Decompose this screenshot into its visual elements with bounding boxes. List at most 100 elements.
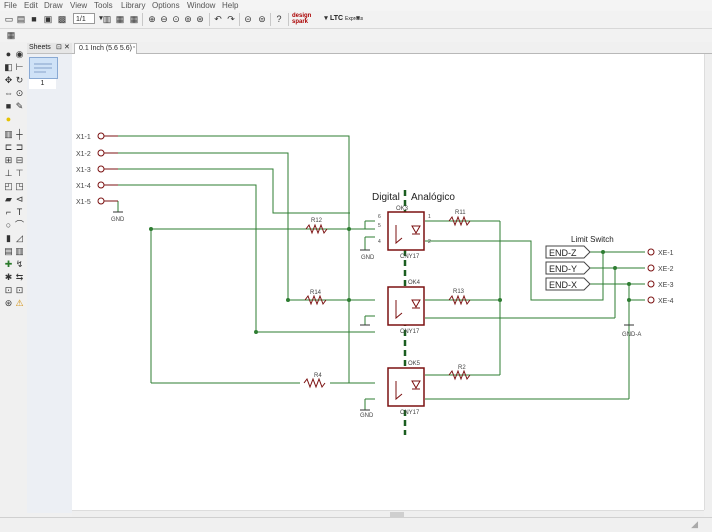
- zoom-fit-icon[interactable]: ⊙: [172, 14, 180, 24]
- zoom-page-icon[interactable]: ⊛: [196, 14, 204, 24]
- shape-icon[interactable]: ◰: [4, 181, 13, 191]
- output-pin-1[interactable]: [647, 248, 655, 256]
- checker-icon[interactable]: ⊛: [4, 298, 13, 308]
- input-pin-2[interactable]: [97, 149, 105, 157]
- grid-icon[interactable]: ▦: [6, 30, 16, 40]
- stop-icon[interactable]: ⊝: [244, 14, 252, 24]
- grid-icon[interactable]: ▦: [129, 14, 139, 24]
- menu-tools[interactable]: Tools: [94, 1, 113, 10]
- optocoupler-ok5[interactable]: OK5 CNY17: [387, 361, 425, 416]
- ground-icon[interactable]: ⊤: [15, 168, 24, 178]
- end-z-tag[interactable]: [545, 245, 591, 259]
- port-out-icon[interactable]: ⊡: [15, 285, 24, 295]
- input-pin-3[interactable]: [97, 165, 105, 173]
- print-preview-icon[interactable]: ▩: [57, 14, 67, 24]
- optocoupler-ok4[interactable]: OK4 CNY17: [387, 280, 425, 335]
- input-pin-4[interactable]: [97, 181, 105, 189]
- help-icon[interactable]: ?: [276, 14, 282, 24]
- skew-icon[interactable]: ◿: [16, 233, 23, 243]
- chevron-down-icon[interactable]: ▾: [356, 15, 360, 22]
- menu-options[interactable]: Options: [152, 1, 180, 10]
- zoom-out-icon[interactable]: ⊖: [160, 14, 168, 24]
- redo-icon[interactable]: ↷: [227, 14, 235, 24]
- resistor-r11[interactable]: [448, 215, 471, 227]
- circle-icon[interactable]: ○: [5, 220, 12, 230]
- table-color-icon[interactable]: ▥: [15, 246, 24, 256]
- input-pin-1[interactable]: [97, 132, 105, 140]
- new-icon[interactable]: ▭: [4, 14, 14, 24]
- net-label-icon[interactable]: ⊐: [15, 142, 24, 152]
- resistor-r4[interactable]: [303, 377, 326, 389]
- page-selector[interactable]: 1/1: [73, 13, 95, 24]
- next-icon[interactable]: ⊜: [258, 14, 266, 24]
- bus-icon[interactable]: ┼: [16, 129, 23, 139]
- pin-panel-icon[interactable]: ⊡: [56, 44, 62, 51]
- print-icon[interactable]: ▣: [43, 14, 53, 24]
- menu-file[interactable]: File: [4, 1, 17, 10]
- menu-window[interactable]: Window: [187, 1, 216, 10]
- horizontal-scrollbar[interactable]: [72, 510, 704, 518]
- chevron-down-icon[interactable]: ▾: [99, 15, 103, 22]
- zoom-area-icon[interactable]: ⊚: [184, 14, 192, 24]
- menu-draw[interactable]: Draw: [44, 1, 63, 10]
- yellow-dot-icon[interactable]: ●: [5, 114, 12, 124]
- vertical-scrollbar[interactable]: [704, 54, 712, 510]
- trash-icon[interactable]: ▥: [4, 129, 13, 139]
- filled-rect-icon[interactable]: ▮: [6, 233, 11, 243]
- menu-view[interactable]: View: [70, 1, 88, 10]
- table-icon[interactable]: ▤: [4, 246, 13, 256]
- resistor-r2[interactable]: [448, 369, 471, 381]
- tab-close-icon[interactable]: ▫: [132, 44, 136, 51]
- menu-edit[interactable]: Edit: [24, 1, 38, 10]
- mirror-icon[interactable]: ⇔: [4, 88, 13, 98]
- warning-icon[interactable]: ⚠: [15, 298, 24, 308]
- port-icon[interactable]: ⊲: [15, 194, 24, 204]
- menu-library[interactable]: Library: [121, 1, 146, 10]
- zoom-select-icon[interactable]: ▦: [115, 14, 125, 24]
- resize-grip-icon[interactable]: ◢: [691, 519, 698, 529]
- pin-icon[interactable]: ⊢: [15, 62, 24, 72]
- polygon-icon[interactable]: ◳: [15, 181, 24, 191]
- sheet-number[interactable]: 1: [29, 79, 56, 89]
- save-icon[interactable]: ■: [31, 14, 37, 24]
- menu-help[interactable]: Help: [222, 1, 239, 10]
- undo-icon[interactable]: ↶: [214, 14, 222, 24]
- plus-icon[interactable]: ✚: [4, 259, 13, 269]
- net-icon[interactable]: ⊏: [4, 142, 13, 152]
- arrows-icon[interactable]: ⇆: [15, 272, 24, 282]
- move-icon[interactable]: ✥: [4, 75, 13, 85]
- resistor-r14[interactable]: [304, 294, 327, 306]
- bars-icon[interactable]: ▥: [102, 14, 112, 24]
- junction-icon[interactable]: ⊞: [4, 155, 13, 165]
- component-icon[interactable]: ◧: [4, 62, 13, 72]
- rectangle-icon[interactable]: ■: [5, 101, 12, 111]
- rotate-icon[interactable]: ↻: [15, 75, 24, 85]
- tab-schematic[interactable]: 0.1 Inch (5.6 5.6): [74, 43, 137, 54]
- target-icon[interactable]: ⊙: [15, 88, 24, 98]
- gear-icon[interactable]: ✱: [4, 272, 13, 282]
- power-icon[interactable]: ⊥: [4, 168, 13, 178]
- output-pin-2[interactable]: [647, 264, 655, 272]
- arc-icon[interactable]: ⌒: [14, 220, 24, 230]
- port-in-icon[interactable]: ⊡: [4, 285, 13, 295]
- input-pin-5[interactable]: [97, 197, 105, 205]
- optocoupler-ok3[interactable]: OK3 CNY17: [387, 206, 425, 260]
- connector-icon[interactable]: ⊟: [15, 155, 24, 165]
- text-icon[interactable]: T: [16, 207, 23, 217]
- open-icon[interactable]: ▤: [16, 14, 26, 24]
- zoom-in-icon[interactable]: ⊕: [148, 14, 156, 24]
- scrollbar-thumb[interactable]: [390, 512, 404, 517]
- block-icon[interactable]: ▰: [5, 194, 12, 204]
- end-y-tag[interactable]: [545, 261, 591, 275]
- end-x-tag[interactable]: [545, 277, 591, 291]
- sheet-thumbnail[interactable]: [29, 57, 58, 79]
- chevron-down-icon[interactable]: ▾: [324, 15, 328, 22]
- output-pin-3[interactable]: [647, 280, 655, 288]
- eye-icon[interactable]: ◉: [15, 49, 24, 59]
- info-icon[interactable]: ●: [5, 49, 12, 59]
- close-icon[interactable]: ✕: [64, 44, 70, 51]
- output-pin-4[interactable]: [647, 296, 655, 304]
- route-icon[interactable]: ↯: [15, 259, 24, 269]
- resistor-r12[interactable]: [305, 223, 328, 235]
- resistor-r13[interactable]: [448, 294, 471, 306]
